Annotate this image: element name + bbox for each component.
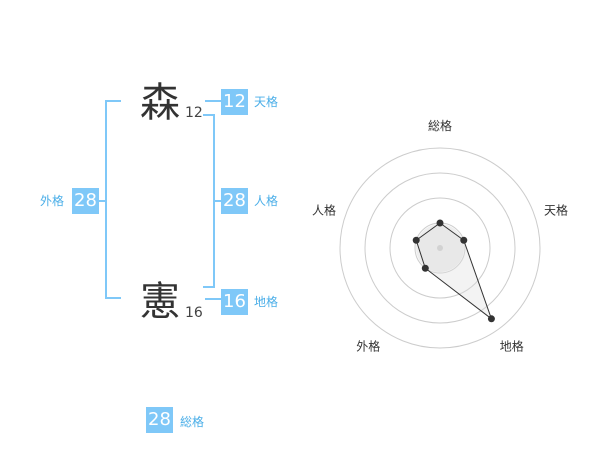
radar-polygon-group — [412, 219, 495, 323]
name-char-2-strokes: 16 — [185, 305, 203, 321]
gaikaku-bracket-bottom — [105, 297, 121, 299]
gaikaku-value-badge: 28 — [72, 188, 99, 214]
radar-point-2 — [460, 236, 468, 244]
tenkaku-connector — [205, 100, 221, 102]
radar-point-4 — [421, 264, 429, 272]
radar-center-dot — [437, 245, 443, 251]
jinkaku-value-badge: 28 — [221, 188, 248, 214]
jinkaku-label: 人格 — [254, 194, 279, 208]
jinkaku-bracket-bottom — [203, 286, 215, 288]
chikaku-connector — [205, 298, 221, 300]
radar-axis-label-5: 人格 — [312, 202, 336, 217]
gaikaku-bracket-vertical — [105, 100, 107, 299]
name-char-1: 森 — [140, 80, 180, 126]
radar-axis-label-2: 天格 — [544, 202, 568, 217]
name-char-2: 憲 — [140, 279, 180, 325]
name-char-1-strokes: 12 — [185, 105, 203, 121]
radar-rings — [339, 147, 541, 349]
chikaku-value-badge: 16 — [221, 289, 248, 315]
chikaku-label: 地格 — [254, 295, 279, 309]
gaikaku-label: 外格 — [40, 194, 65, 208]
tenkaku-value-badge: 12 — [221, 89, 248, 115]
jinkaku-bracket-tick — [213, 200, 221, 202]
soukaku-label: 総格 — [180, 415, 205, 429]
radar-ring — [389, 197, 491, 299]
gaikaku-bracket-top — [105, 100, 121, 102]
jinkaku-bracket-top — [203, 114, 215, 116]
radar-axis-label-4: 外格 — [356, 339, 380, 354]
soukaku-value-badge: 28 — [146, 407, 173, 433]
radar-axis-label-3: 地格 — [500, 339, 524, 354]
radar-polygon — [415, 222, 493, 321]
radar-point-3 — [487, 315, 495, 323]
gaikaku-bracket-tick — [99, 200, 107, 202]
radar-point-1 — [436, 219, 444, 227]
radar-ring — [364, 172, 516, 324]
tenkaku-label: 天格 — [254, 95, 279, 109]
radar-axis-label-1: 総格 — [428, 118, 452, 133]
radar-point-5 — [412, 236, 420, 244]
radar-ring — [339, 147, 541, 349]
